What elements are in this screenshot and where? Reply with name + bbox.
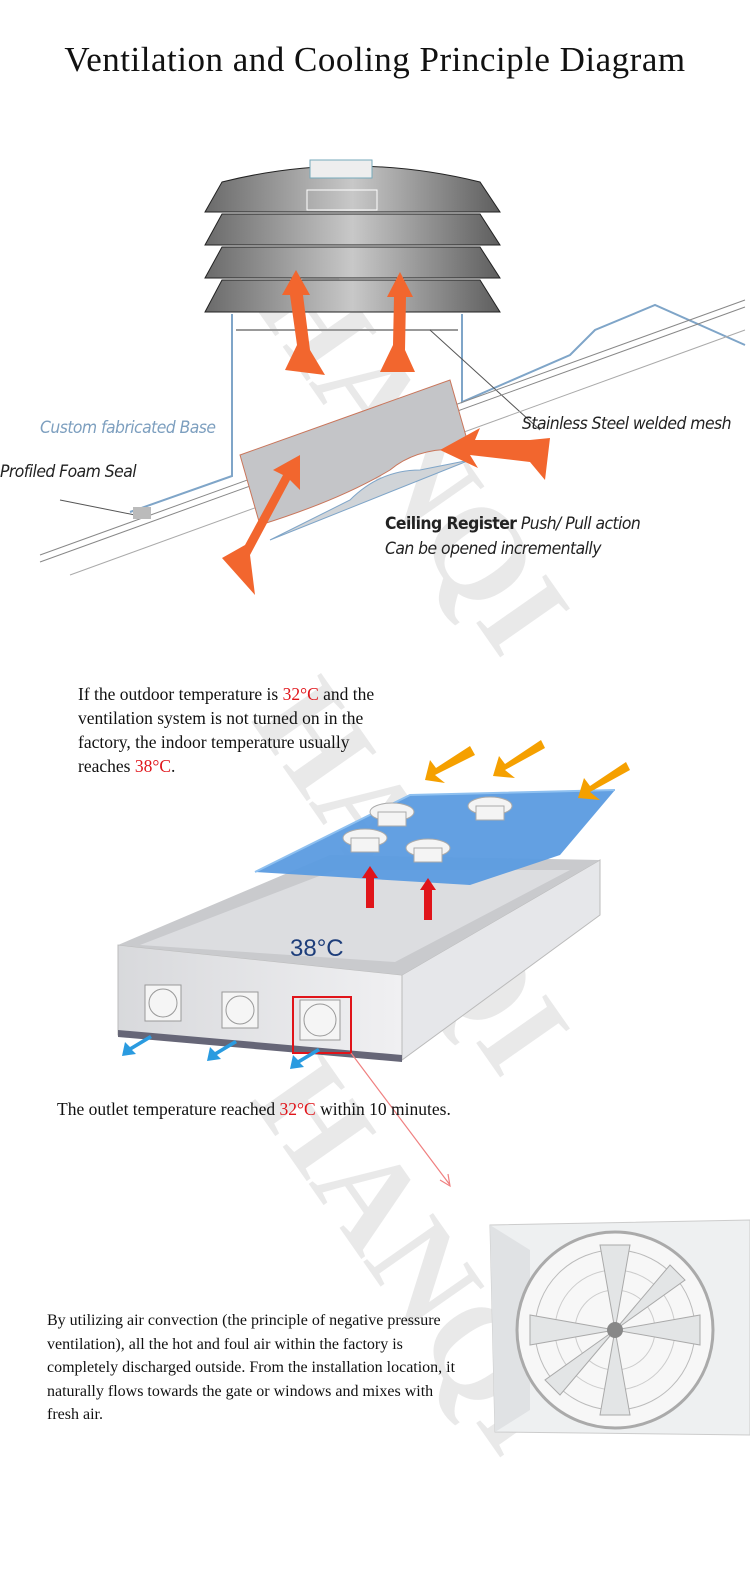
incoming-air-arrows: [425, 740, 630, 800]
roof-fans: [342, 796, 513, 863]
ventilator-louvers: [204, 159, 501, 313]
label-ceiling-register: Ceiling Register Push/ Pull action: [385, 514, 641, 534]
register-title: Ceiling Register: [385, 514, 517, 534]
airflow-arrows: [222, 270, 550, 595]
label-register-note: Can be opened incrementally: [385, 539, 601, 559]
label-steel-mesh: Stainless Steel welded mesh: [522, 414, 732, 434]
label-custom-base: Custom fabricated Base: [40, 418, 216, 438]
intro-text-3: .: [171, 756, 176, 776]
convection-paragraph: By utilizing air convection (the princip…: [47, 1312, 456, 1423]
outdoor-temp: 32°C: [282, 684, 319, 704]
indoor-temp: 38°C: [134, 756, 172, 776]
heat-arrows: [362, 866, 436, 920]
register-action: Push/ Pull action: [520, 514, 641, 534]
label-foam-seal: Profiled Foam Seal: [0, 462, 137, 482]
outlet-paragraph: The outlet temperature reached 32°C with…: [57, 1097, 451, 1121]
wall-fans: [144, 984, 341, 1041]
page-title: Ventilation and Cooling Principle Diagra…: [64, 40, 686, 79]
exhaust-arrows: [122, 1035, 320, 1069]
cone-fan-image: [489, 1219, 750, 1436]
indoor-temp-label: 38°C: [290, 935, 344, 962]
intro-paragraph: If the outdoor temperature is 32°C and t…: [78, 682, 388, 778]
highlight-box: [292, 996, 352, 1054]
intro-text-2: and the ventilation system is not turned…: [78, 684, 375, 776]
intro-text-1: If the outdoor temperature is: [78, 684, 283, 704]
outlet-temp: 32°C: [279, 1099, 316, 1119]
pointer-line: [350, 1052, 451, 1188]
outlet-text-2: within 10 minutes.: [315, 1099, 451, 1119]
outlet-text-1: The outlet temperature reached: [57, 1099, 280, 1119]
